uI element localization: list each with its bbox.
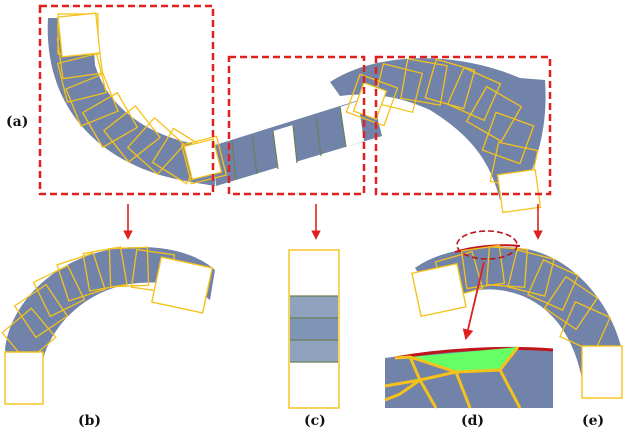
- band-gap-1: [273, 125, 297, 169]
- arc-e-rim: [454, 244, 521, 253]
- middle-band-shape: [212, 96, 382, 186]
- frame-left: [38, 4, 215, 196]
- down-arrows: [123, 204, 543, 240]
- inset-d-white-top: [385, 346, 553, 358]
- strip-c-tile-3: [290, 340, 338, 362]
- inset-d-rim: [394, 346, 554, 360]
- right-arc-tiles: [345, 58, 539, 191]
- frame-middle: [227, 55, 366, 196]
- panel-e: (e): [411, 244, 623, 429]
- arc-b-start-tile: [4, 351, 44, 405]
- label-d: (d): [461, 413, 484, 429]
- left-arc-start-tile: [57, 12, 101, 58]
- zoom-arrow: [462, 261, 485, 341]
- label-b: (b): [78, 413, 101, 429]
- dashed-frames: [38, 4, 552, 196]
- strip-c-dividers: [290, 295, 338, 363]
- panel-d: (d): [384, 346, 554, 429]
- band-dividers: [231, 106, 347, 181]
- panel-c: (c): [288, 249, 340, 429]
- label-e: (e): [582, 413, 604, 429]
- right-arc-end-tile: [496, 168, 542, 214]
- arc-e-tiles: [434, 244, 611, 353]
- label-c: (c): [304, 413, 326, 429]
- zoom-ellipse: [456, 230, 518, 260]
- arc-b-end-tile: [150, 256, 214, 314]
- label-a: (a): [6, 114, 28, 130]
- strip-c-tile-2: [290, 318, 338, 340]
- panel-b: (b): [1, 246, 215, 429]
- frame-right: [374, 55, 552, 196]
- arc-e-end-tile: [581, 345, 623, 399]
- inset-d-tile-edges: [384, 346, 522, 409]
- left-arc-shape: [47, 18, 215, 186]
- strip-c-tile-1: [290, 296, 338, 318]
- arc-e-start-tile: [411, 262, 467, 318]
- panel-a: (a): [6, 4, 552, 214]
